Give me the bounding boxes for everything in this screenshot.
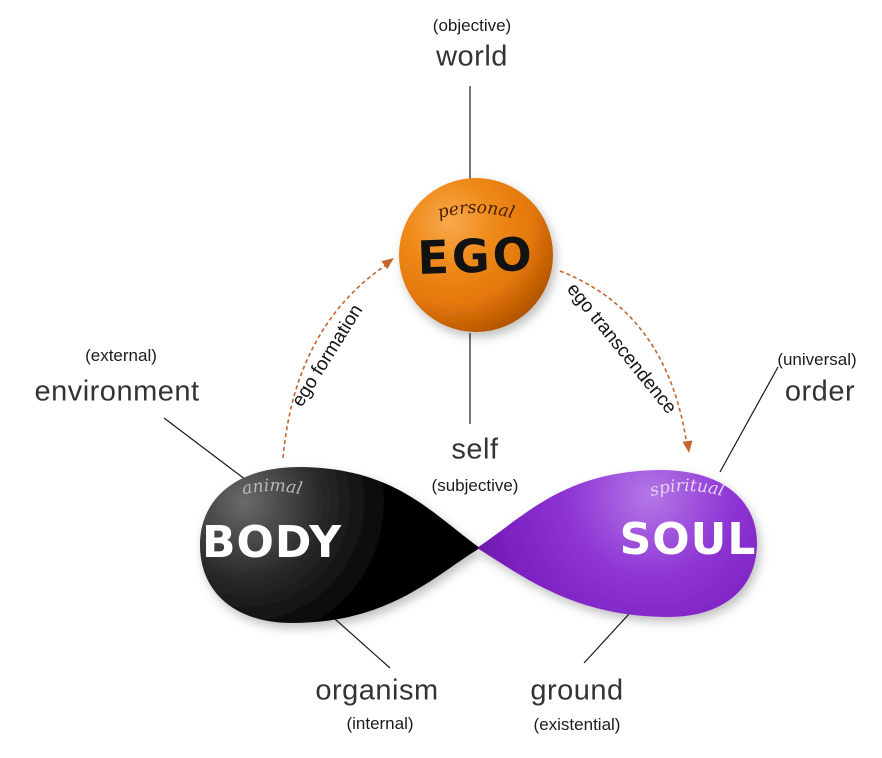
ground-qualifier: (existential) <box>533 715 621 734</box>
soul-node-shape <box>477 470 757 617</box>
environment-label: environment <box>34 375 200 408</box>
body-tag-label: animal <box>240 476 304 500</box>
organism-label: organism <box>315 674 439 707</box>
self-qualifier: (subjective) <box>431 476 519 495</box>
world-qualifier: (objective) <box>432 16 512 35</box>
ego-node-label: EGO <box>416 226 536 286</box>
ego-node-shape <box>399 178 553 332</box>
world-label: world <box>436 40 508 73</box>
order-label: order <box>784 375 856 408</box>
organism-qualifier: (internal) <box>346 714 414 733</box>
order-qualifier: (universal) <box>777 350 857 369</box>
ego-formation-arrow-path <box>282 262 390 459</box>
environment-qualifier: (external) <box>85 346 157 365</box>
ego-transcendence-arrowhead <box>682 440 693 453</box>
ego-transcendence-arrow-path <box>559 270 688 447</box>
body-node-shape <box>200 467 480 623</box>
ground-label: ground <box>530 674 624 707</box>
soul-node-label: SOUL <box>619 514 757 565</box>
self-label: self <box>451 433 499 466</box>
connector-environment-body <box>163 417 251 484</box>
body-node-label: BODY <box>201 517 343 568</box>
connector-order-soul <box>719 366 779 473</box>
ego-formation-arrowhead <box>381 258 394 270</box>
